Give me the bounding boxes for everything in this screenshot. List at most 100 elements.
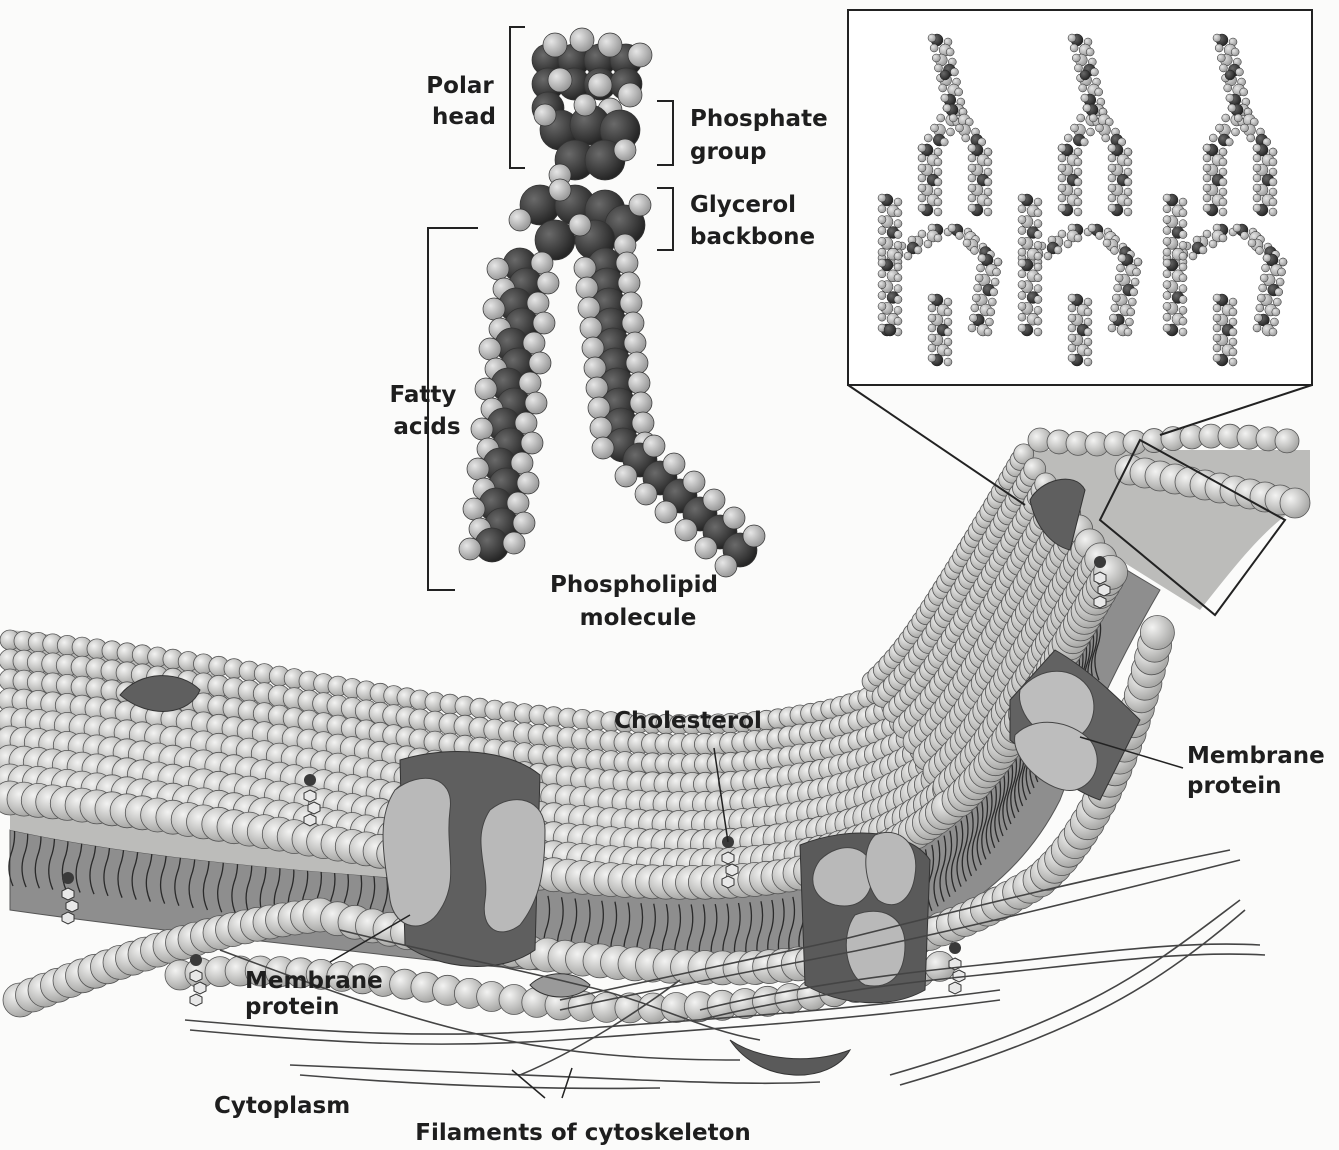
polar-head-bracket bbox=[510, 27, 525, 168]
inset-hydrogen-atom bbox=[984, 158, 992, 166]
inset-hydrogen-atom bbox=[1163, 227, 1171, 235]
inset-hydrogen-atom bbox=[1114, 284, 1122, 292]
inset-hydrogen-atom bbox=[1034, 263, 1042, 271]
inset-hydrogen-atom bbox=[1179, 317, 1187, 325]
inset-hydrogen-atom bbox=[974, 284, 982, 292]
hydrogen-atom bbox=[569, 214, 591, 236]
inset-hydrogen-atom bbox=[928, 314, 936, 322]
inset-hydrogen-atom bbox=[918, 194, 926, 202]
inset-hydrogen-atom bbox=[1108, 194, 1116, 202]
inset-hydrogen-atom bbox=[1064, 134, 1072, 142]
inset-hydrogen-atom bbox=[1213, 354, 1221, 362]
inset-hydrogen-atom bbox=[918, 174, 926, 182]
inset-hydrogen-atom bbox=[956, 124, 964, 132]
inset-hydrogen-atom bbox=[1163, 259, 1171, 267]
inset-hydrogen-atom bbox=[955, 88, 963, 96]
hydrogen-atom bbox=[548, 68, 572, 92]
inset-hydrogen-atom bbox=[894, 252, 902, 260]
hydrogen-atom bbox=[743, 525, 765, 547]
inset-hydrogen-atom bbox=[1108, 184, 1116, 192]
hydrogen-atom bbox=[463, 498, 485, 520]
inset-hydrogen-atom bbox=[1108, 204, 1116, 212]
inset-hydrogen-atom bbox=[1253, 194, 1261, 202]
inset-hydrogen-atom bbox=[956, 232, 964, 240]
inset-hydrogen-atom bbox=[968, 204, 976, 212]
inset-hydrogen-atom bbox=[878, 292, 886, 300]
hydrogen-atom bbox=[509, 209, 531, 231]
lipid-head bbox=[1140, 616, 1174, 650]
inset-hydrogen-atom bbox=[1203, 174, 1211, 182]
inset-hydrogen-atom bbox=[1077, 114, 1085, 122]
inset-hydrogen-atom bbox=[1109, 314, 1117, 322]
cholesterol-ring bbox=[1094, 572, 1106, 584]
inset-hydrogen-atom bbox=[934, 234, 942, 242]
inset-hydrogen-atom bbox=[1219, 198, 1227, 206]
inset-hydrogen-atom bbox=[1034, 285, 1042, 293]
inset-hydrogen-atom bbox=[1179, 263, 1187, 271]
hydrogen-atom bbox=[475, 378, 497, 400]
hydrogen-atom bbox=[503, 532, 525, 554]
inset-hydrogen-atom bbox=[1179, 252, 1187, 260]
cholesterol-ring bbox=[304, 790, 316, 802]
hydrogen-atom bbox=[655, 501, 677, 523]
inset-hydrogen-atom bbox=[1253, 324, 1261, 332]
inset-hydrogen-atom bbox=[928, 354, 936, 362]
inset-hydrogen-atom bbox=[934, 158, 942, 166]
inset-hydrogen-atom bbox=[1163, 194, 1171, 202]
inset-hydrogen-atom bbox=[1203, 144, 1211, 152]
inset-hydrogen-atom bbox=[1219, 64, 1227, 72]
hydrogen-atom bbox=[632, 412, 654, 434]
inset-hydrogen-atom bbox=[1213, 344, 1221, 352]
cholesterol-ring bbox=[722, 876, 734, 888]
inset-hydrogen-atom bbox=[928, 304, 936, 312]
hydrogen-atom bbox=[574, 94, 596, 116]
hydrogen-atom bbox=[695, 537, 717, 559]
inset-hydrogen-atom bbox=[1018, 324, 1026, 332]
inset-hydrogen-atom bbox=[928, 344, 936, 352]
cholesterol-ring bbox=[62, 888, 74, 900]
hydrogen-atom bbox=[459, 538, 481, 560]
inset-hydrogen-atom bbox=[1108, 144, 1116, 152]
inset-hydrogen-atom bbox=[1276, 278, 1284, 286]
inset-hydrogen-atom bbox=[1222, 114, 1230, 122]
hydrogen-atom bbox=[543, 33, 567, 57]
fatty-acids-bracket bbox=[428, 228, 478, 590]
inset-hydrogen-atom bbox=[894, 198, 902, 206]
inset-hydrogen-atom bbox=[940, 138, 948, 146]
inset-hydrogen-atom bbox=[1112, 294, 1120, 302]
polar-head-label: Polar head bbox=[426, 73, 501, 130]
inset-hydrogen-atom bbox=[944, 358, 952, 366]
hydrogen-atom bbox=[635, 483, 657, 505]
cholesterol-ring bbox=[62, 912, 74, 924]
inset-hydrogen-atom bbox=[1217, 54, 1225, 62]
cholesterol-ring bbox=[194, 982, 206, 994]
inset-hydrogen-atom bbox=[987, 308, 995, 316]
inset-hydrogen-atom bbox=[1163, 205, 1171, 213]
inset-hydrogen-atom bbox=[1127, 308, 1135, 316]
hydrogen-atom bbox=[615, 465, 637, 487]
inset-hydrogen-atom bbox=[894, 209, 902, 217]
hydrogen-atom bbox=[588, 73, 612, 97]
membrane-protein-right-label: Membrane protein bbox=[1187, 743, 1333, 799]
inset-hydrogen-atom bbox=[1240, 88, 1248, 96]
inset-hydrogen-atom bbox=[1034, 296, 1042, 304]
inset-hydrogen-atom bbox=[946, 48, 954, 56]
inset-hydrogen-atom bbox=[1179, 241, 1187, 249]
inset-hydrogen-atom bbox=[1068, 344, 1076, 352]
inset-hydrogen-atom bbox=[1018, 216, 1026, 224]
inset-hydrogen-atom bbox=[1163, 237, 1171, 245]
inset-hydrogen-atom bbox=[934, 64, 942, 72]
inset-hydrogen-atom bbox=[1248, 239, 1256, 247]
inset-hydrogen-atom bbox=[1018, 292, 1026, 300]
inset-hydrogen-atom bbox=[1229, 348, 1237, 356]
inset-hydrogen-atom bbox=[1189, 252, 1197, 260]
inset-hydrogen-atom bbox=[878, 194, 886, 202]
inset-hydrogen-atom bbox=[1232, 128, 1240, 136]
inset-hydrogen-atom bbox=[944, 308, 952, 316]
inset-hydrogen-atom bbox=[1179, 209, 1187, 217]
filaments-leader-1 bbox=[512, 1070, 545, 1098]
hydrogen-atom bbox=[616, 252, 638, 274]
hydrogen-atom bbox=[683, 471, 705, 493]
inset-hydrogen-atom bbox=[1034, 198, 1042, 206]
inset-hydrogen-atom bbox=[1034, 274, 1042, 282]
